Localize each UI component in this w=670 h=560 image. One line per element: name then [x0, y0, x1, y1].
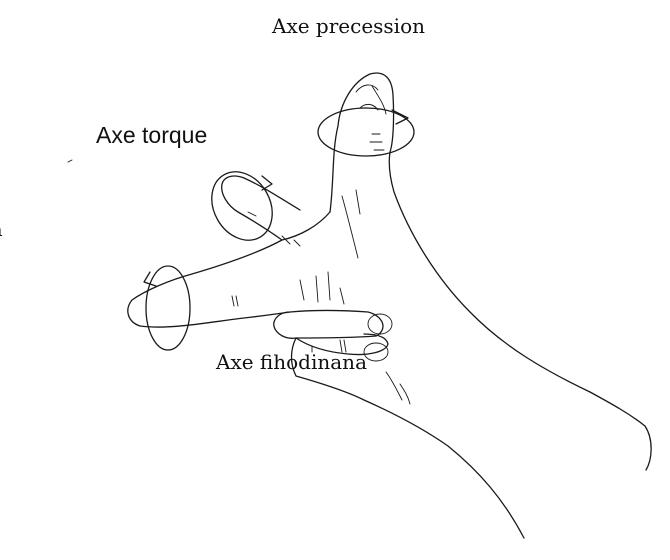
index-knuckle-marks	[248, 212, 300, 246]
wrist-outline	[590, 392, 651, 470]
index-finger-outline	[222, 176, 330, 240]
middle-finger-outline	[128, 240, 290, 327]
axe-fihodinana-label: Axe fihodinana	[216, 352, 367, 372]
palm-lines	[300, 272, 344, 304]
axe-precession-label: Axe precession	[272, 16, 425, 36]
truncated-left-label: ana	[0, 219, 3, 239]
thumb-outline	[330, 73, 590, 392]
torque-rotation-ring	[200, 161, 284, 251]
thumb-tip-lines	[356, 85, 378, 110]
ring-fingernail	[368, 314, 392, 334]
sketch-tick-mark	[68, 160, 72, 162]
axe-torque-label: Axe torque	[96, 124, 207, 147]
fihodinana-rotation-ring	[146, 266, 190, 350]
thumb-knuckle-marks	[370, 134, 384, 150]
middle-finger-marks	[232, 296, 238, 306]
precession-rotation-ring	[318, 108, 414, 156]
palm-crease-marks	[386, 372, 410, 404]
palm-center-lines	[342, 190, 360, 258]
